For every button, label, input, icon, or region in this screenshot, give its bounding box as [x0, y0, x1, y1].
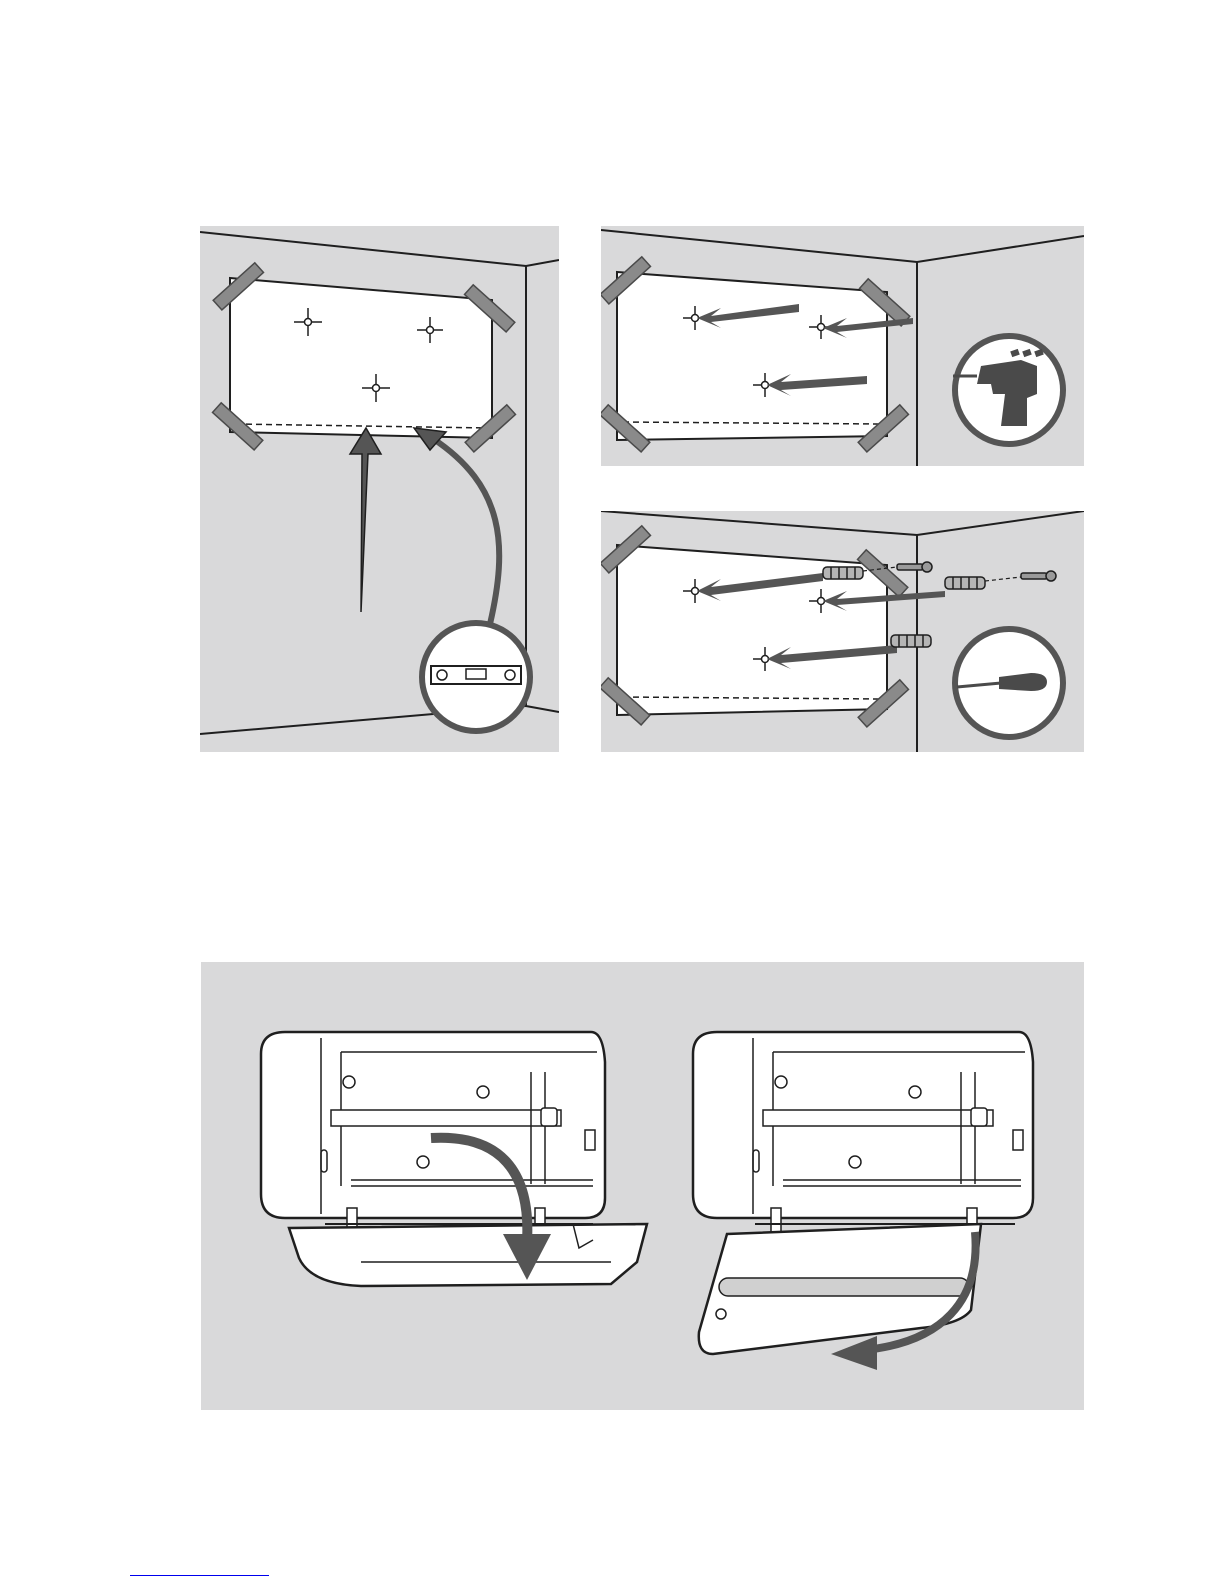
indoor-unit-right [693, 1032, 1033, 1354]
cordless-drill-icon [953, 336, 1063, 444]
arrow-up-icon [350, 428, 381, 612]
wall-ceiling-edge [601, 230, 1084, 262]
screw-icon [1021, 571, 1056, 581]
curved-arrow [432, 438, 499, 624]
screw-icon [897, 562, 932, 572]
wall-ceiling-edge [200, 232, 559, 266]
panel-template-level [200, 226, 559, 752]
panel-open-front-panel [201, 962, 1084, 1410]
indoor-unit-left [261, 1032, 647, 1286]
wall-anchor-icon [891, 635, 931, 647]
drill-holes-illustration [601, 226, 1084, 466]
wall-corner-edge [526, 266, 559, 712]
wall-anchor-icon [823, 567, 863, 579]
anchors-screws-illustration [601, 511, 1084, 752]
spirit-level-icon [422, 623, 530, 731]
panel-anchors-screws [601, 511, 1084, 752]
panel-drill-holes [601, 226, 1084, 466]
open-front-panel-illustration [201, 962, 1084, 1410]
screwdriver-icon [955, 629, 1063, 737]
template-level-illustration [200, 226, 559, 752]
paper-template [617, 272, 887, 440]
paper-template [230, 278, 492, 438]
arrow-left-icon [831, 1336, 877, 1370]
footnote-link-rule[interactable] [130, 1575, 269, 1576]
wall-ceiling-edge [601, 511, 1084, 535]
wall-anchor-icon [945, 577, 985, 589]
